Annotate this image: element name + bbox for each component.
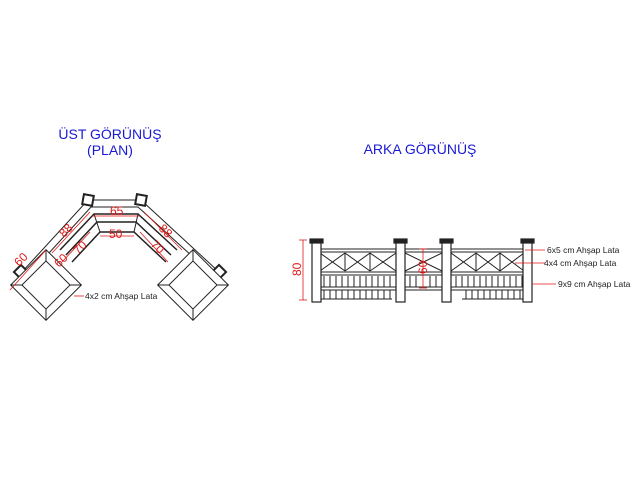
label-9x9: 9x9 cm Ahşap Lata — [558, 279, 631, 289]
back-view-title: ARKA GÖRÜNÜŞ — [363, 141, 477, 157]
back-drawing — [309, 238, 535, 303]
dim-left-inner: 70 — [70, 238, 90, 258]
top-view-title: ÜST GÖRÜNÜŞ (PLAN) — [40, 126, 180, 158]
label-6x5: 6x5 cm Ahşap Lata — [547, 245, 620, 255]
dim-height: 80 — [290, 262, 304, 276]
label-4x4: 4x4 cm Ahşap Lata — [544, 258, 617, 268]
left-seat-box — [9, 248, 83, 322]
back-dimension-lines — [299, 239, 556, 301]
top-view-title-line1: ÜST GÖRÜNÜŞ — [58, 126, 162, 142]
label-4x2: 4x2 cm Ahşap Lata — [85, 291, 158, 301]
dim-top-inner: 50 — [109, 227, 123, 241]
x-braces — [319, 252, 525, 272]
post-icon — [81, 193, 95, 207]
top-view-title-line2: (PLAN) — [87, 142, 133, 158]
plan-dimension-lines — [9, 211, 183, 297]
back-dimension-texts: 80 60 6x5 cm Ahşap Lata 4x4 cm Ahşap Lat… — [290, 245, 631, 289]
posts — [309, 238, 535, 303]
plan-drawing — [9, 193, 230, 322]
dim-right-inner: 70 — [148, 237, 168, 257]
dim-inner-height: 60 — [416, 260, 430, 274]
right-seat-box — [156, 248, 230, 322]
post-icon — [134, 193, 148, 207]
dim-top-outer: 65 — [110, 204, 124, 218]
